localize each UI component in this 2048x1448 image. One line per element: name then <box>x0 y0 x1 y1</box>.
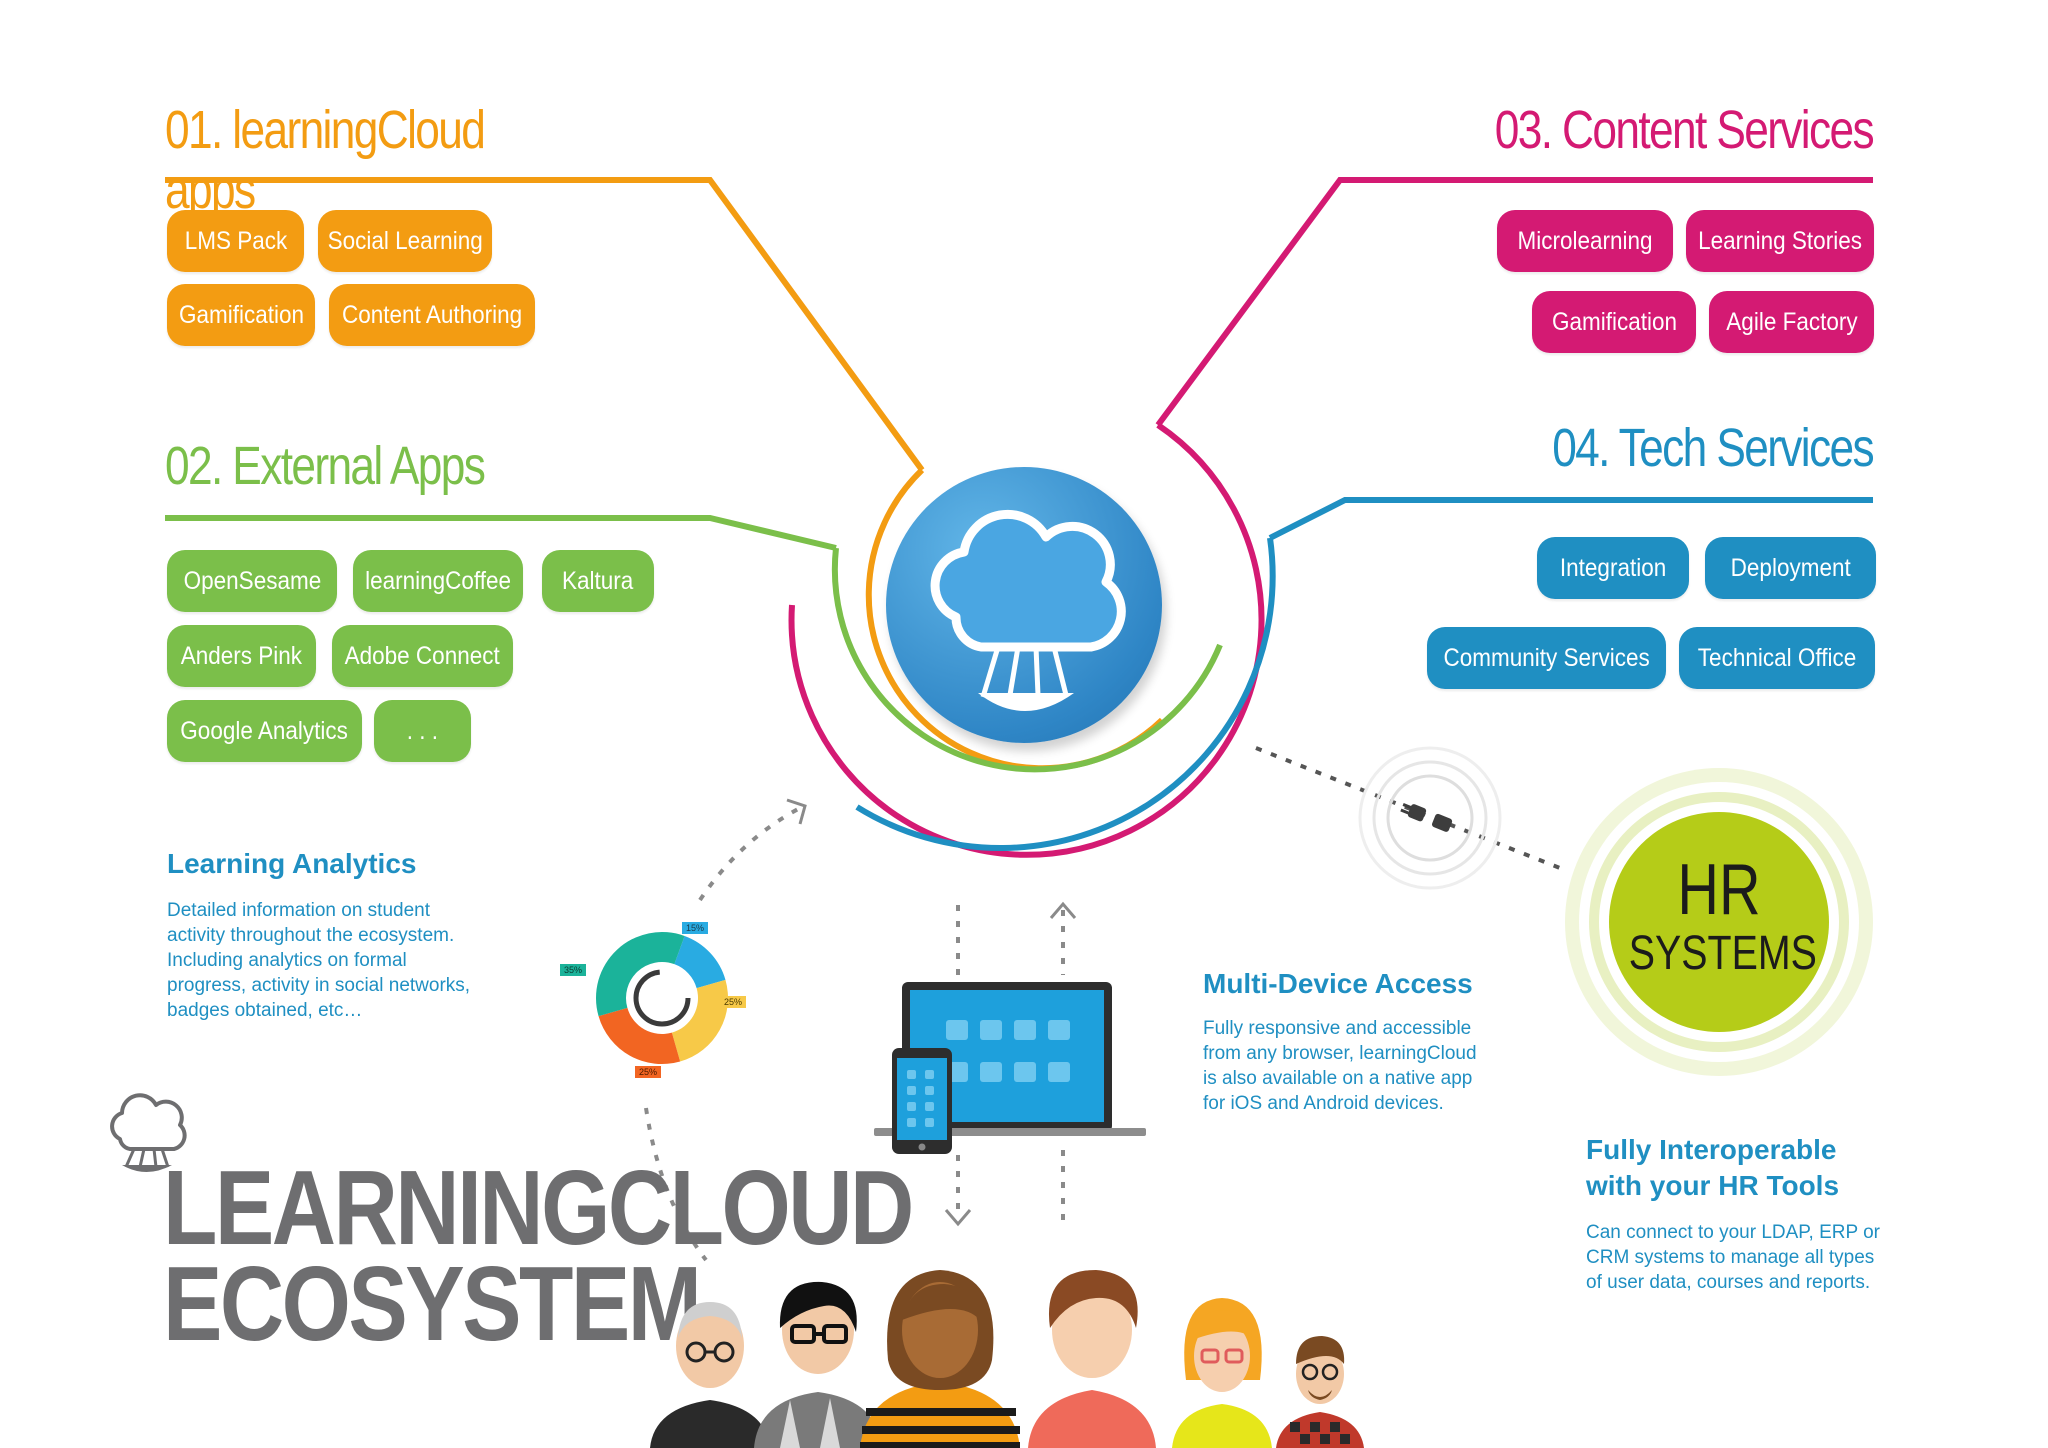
brand-title-line2: ECOSYSTEM <box>163 1245 702 1363</box>
people-illustration <box>650 1270 1364 1448</box>
pill-learning-stories[interactable]: Learning Stories <box>1686 210 1874 272</box>
blue-connector <box>1268 497 1873 541</box>
pill-technical-office[interactable]: Technical Office <box>1679 627 1875 689</box>
analytics-text: Detailed information on student activity… <box>167 900 471 1021</box>
pill-deployment[interactable]: Deployment <box>1705 537 1876 599</box>
devices-illustration <box>874 982 1146 1154</box>
person-avatar <box>1028 1270 1156 1448</box>
pill-lms-pack[interactable]: LMS Pack <box>167 210 304 272</box>
hr-title: Fully Interoperable with your HR Tools <box>1586 1134 1840 1201</box>
svg-text:25%: 25% <box>639 1067 657 1077</box>
pill-opensesame[interactable]: OpenSesame <box>167 550 337 612</box>
cloud-balloon-outline-icon <box>110 1093 187 1172</box>
pink-ring <box>788 422 1265 858</box>
phone-icon <box>892 1048 952 1154</box>
hr-systems-badge: HR SYSTEMS <box>1565 768 1873 1076</box>
pill-content-authoring[interactable]: Content Authoring <box>329 284 535 346</box>
pill-community-services[interactable]: Community Services <box>1427 627 1666 689</box>
svg-text:35%: 35% <box>564 965 582 975</box>
pill-kaltura[interactable]: Kaltura <box>542 550 654 612</box>
plug-icon <box>1358 746 1502 890</box>
person-avatar <box>1276 1336 1364 1448</box>
pill-gamification[interactable]: Gamification <box>167 284 315 346</box>
donut-slice-25 <box>598 1007 681 1064</box>
donut-slice-15 <box>674 936 726 989</box>
label-25-bottom: 25% <box>635 1066 661 1078</box>
brand-title-line1: LEARNINGCLOUD <box>163 1149 914 1267</box>
orange-connector <box>165 177 925 472</box>
hr-text: Can connect to your LDAP, ERP or CRM sys… <box>1586 1222 1880 1293</box>
svg-text:25%: 25% <box>724 997 742 1007</box>
analytics-dotted-arrow <box>698 806 801 902</box>
label-35: 35% <box>560 964 586 976</box>
pill-microlearning[interactable]: Microlearning <box>1497 210 1673 272</box>
section-title-apps: 01. learningCloud apps <box>165 100 486 220</box>
section-title-external: 02. External Apps <box>165 436 486 496</box>
pill-google-analytics[interactable]: Google Analytics <box>167 700 362 762</box>
person-avatar <box>860 1270 1020 1448</box>
pill-agile-factory[interactable]: Agile Factory <box>1709 291 1874 353</box>
analytics-title: Learning Analytics <box>167 848 417 879</box>
svg-text:15%: 15% <box>686 923 704 933</box>
green-connector <box>165 515 837 551</box>
pill-integration[interactable]: Integration <box>1537 537 1689 599</box>
hr-dotted-connector <box>1255 746 1566 872</box>
hr-label-line2: SYSTEMS <box>1628 927 1817 980</box>
section-title-content: 03. Content Services <box>1494 100 1875 160</box>
pill-social-learning[interactable]: Social Learning <box>318 210 492 272</box>
donut-slice-35 <box>596 932 685 1017</box>
pill-adobe-connect[interactable]: Adobe Connect <box>332 625 513 687</box>
label-25-right: 25% <box>720 996 746 1008</box>
multidevice-title: Multi-Device Access <box>1203 968 1473 999</box>
pill-more[interactable]: . . . <box>374 700 471 762</box>
person-avatar <box>650 1302 770 1448</box>
pill-gamification-content[interactable]: Gamification <box>1532 291 1696 353</box>
hr-label-line1: HR <box>1677 850 1761 930</box>
person-avatar <box>1172 1298 1272 1448</box>
analytics-dotted-down <box>644 1107 708 1262</box>
donut-slice-25 <box>671 979 728 1062</box>
green-ring <box>831 547 1223 773</box>
pink-connector <box>1155 177 1873 427</box>
label-15: 15% <box>682 922 708 934</box>
central-cloud-badge <box>886 467 1162 743</box>
pill-learningcoffee[interactable]: learningCoffee <box>353 550 523 612</box>
blue-ring <box>855 537 1276 852</box>
cloud-balloon-icon <box>930 509 1126 711</box>
person-avatar <box>754 1281 882 1448</box>
analytics-donut-chart: 15% 25% 25% 35% <box>560 922 746 1078</box>
multidevice-text: Fully responsive and accessible from any… <box>1203 1018 1477 1114</box>
pill-anders-pink[interactable]: Anders Pink <box>167 625 316 687</box>
section-title-tech: 04. Tech Services <box>1552 418 1874 478</box>
